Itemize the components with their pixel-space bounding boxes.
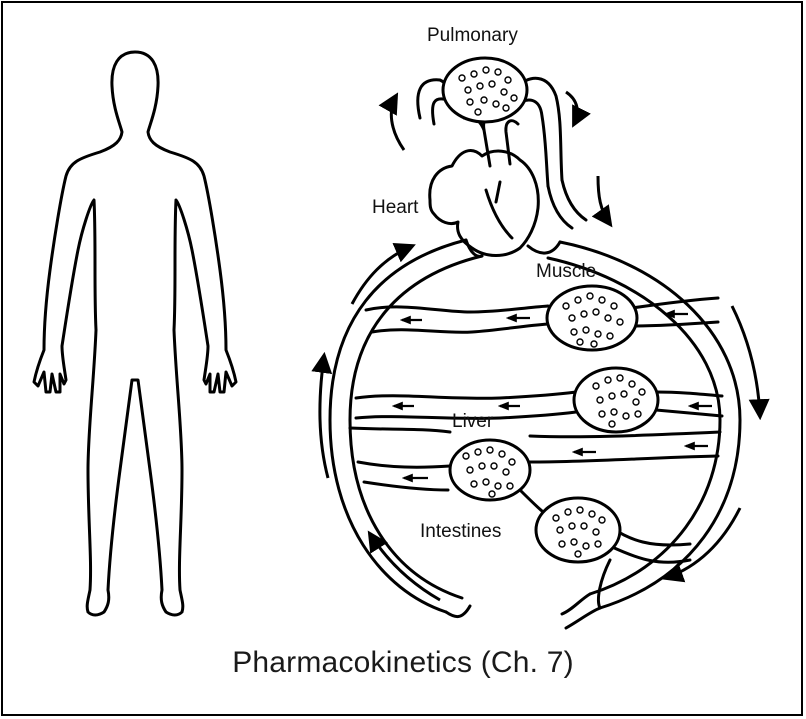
flow-arrow-icon	[566, 92, 577, 124]
liver-label: Liver	[452, 412, 493, 431]
heart-label: Heart	[372, 198, 418, 217]
pulmonary-label: Pulmonary	[427, 26, 518, 45]
human-silhouette-icon	[34, 52, 236, 615]
flow-arrow-icon	[598, 176, 610, 224]
flow-arrow-icon	[320, 356, 328, 478]
figure-caption: Pharmacokinetics (Ch. 7)	[0, 648, 806, 678]
flow-arrow-icon	[732, 306, 760, 416]
muscle-label: Muscle	[536, 262, 596, 281]
circulation-diagram	[330, 78, 740, 628]
middle-compartment	[574, 368, 658, 432]
intestines-label: Intestines	[420, 522, 501, 541]
flow-arrow-icon	[391, 96, 404, 150]
